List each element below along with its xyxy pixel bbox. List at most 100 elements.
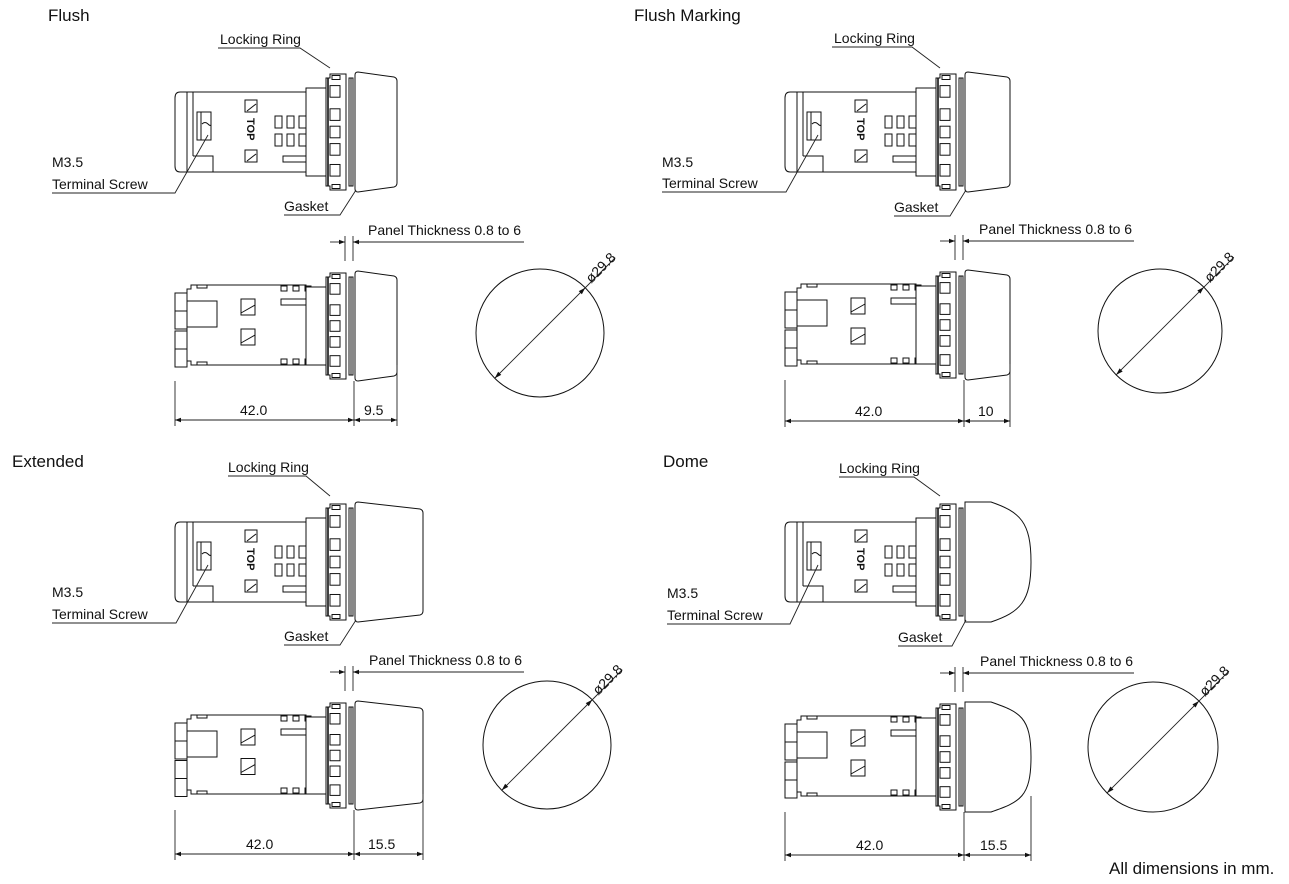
clip-window (854, 149, 868, 163)
collar (915, 87, 937, 177)
panel-cutout-circle (482, 669, 623, 810)
arrowhead (785, 418, 791, 424)
ring-tooth (939, 593, 951, 607)
arrowhead (353, 669, 359, 675)
ring-notch (941, 614, 951, 619)
clip-window (854, 579, 868, 593)
collar (305, 87, 327, 177)
screw-slot (811, 122, 822, 126)
ring-tooth (939, 714, 951, 726)
clip-diagonal (850, 333, 866, 343)
arrowhead (354, 417, 360, 423)
vent-square (902, 716, 910, 723)
locking-ring-label: Locking Ring (839, 460, 920, 476)
arrowhead (958, 418, 964, 424)
locking-ring-leader (218, 47, 331, 69)
cutout-circle (475, 268, 605, 398)
terminal-screw-size-label: M3.5 (662, 154, 693, 170)
collar (305, 517, 327, 607)
ring-tooth (939, 303, 951, 315)
vent-square (292, 285, 300, 292)
locking-ring (325, 272, 347, 380)
clip-window (244, 149, 258, 163)
ring-tooth (939, 335, 951, 347)
contact-slot (274, 133, 283, 147)
side-view-drawing: TOP (52, 47, 398, 216)
ring-tooth (939, 125, 951, 139)
arrowhead (1004, 418, 1010, 424)
actuator-cap (354, 700, 424, 811)
top-tab (806, 283, 818, 288)
ring-tooth (939, 319, 951, 331)
panel-thickness-label: Panel Thickness 0.8 to 6 (369, 652, 522, 668)
actuator-cap (354, 71, 398, 193)
top-marking-text: TOP (854, 118, 866, 140)
panel-thickness-label: Panel Thickness 0.8 to 6 (979, 221, 1132, 237)
ring-tooth (329, 336, 341, 348)
gasket-leader (898, 619, 967, 647)
side-view-drawing: TOP (662, 46, 1011, 217)
clip-window (850, 759, 866, 777)
top-marking-text: TOP (244, 118, 256, 140)
terminal-screw-label: Terminal Screw (52, 176, 149, 192)
collar (915, 517, 937, 607)
diameter-line (1106, 670, 1230, 794)
arrowhead (391, 417, 397, 423)
ring-notch (941, 372, 951, 377)
ring-notch (941, 804, 951, 809)
clip-window (850, 297, 866, 315)
bottom-tab (806, 360, 818, 365)
gasket-leader (284, 619, 357, 646)
clip-diagonal (240, 764, 256, 773)
terminal-tab (803, 155, 824, 172)
view-title: Extended (12, 452, 84, 471)
terminal-screw-label: Terminal Screw (52, 606, 149, 622)
connector-window (796, 731, 828, 759)
terminal-screw-leader (52, 564, 209, 624)
arrowhead (578, 287, 586, 295)
terminal-screw-size-label: M3.5 (667, 585, 698, 601)
view-extended: Extended TOP Locking Ring M3.5 Terminal … (12, 452, 626, 860)
cutout-circle (482, 680, 612, 810)
contact-slot (884, 133, 893, 147)
diameter-line (1115, 256, 1235, 376)
locking-ring (325, 503, 347, 621)
body (796, 715, 917, 797)
arrowhead (501, 783, 509, 791)
vent-square (292, 715, 300, 722)
arrowhead (958, 852, 964, 858)
body (186, 284, 307, 366)
arrowhead (1192, 701, 1199, 708)
ring-tooth (939, 515, 951, 528)
ring-notch (941, 75, 951, 80)
vent-square (902, 284, 910, 291)
ring-tooth (329, 765, 341, 777)
vent-square (280, 358, 288, 365)
vent-square (890, 284, 898, 291)
clip-diagonal (240, 334, 256, 344)
clip-diagonal (246, 153, 257, 162)
clip-window (240, 728, 256, 746)
ring-notch (331, 274, 341, 279)
view-title: Flush Marking (634, 6, 741, 25)
terminal-screw (806, 541, 822, 571)
body-length-dimension: 42.0 (856, 837, 883, 853)
vent-square (902, 357, 910, 364)
ring-tooth (329, 713, 341, 725)
ring-tooth (329, 734, 341, 746)
arrowhead (963, 238, 969, 244)
top-marking-text: TOP (854, 548, 866, 570)
arrowhead (494, 371, 502, 379)
panel-thickness-label: Panel Thickness 0.8 to 6 (368, 222, 521, 238)
collar (305, 286, 327, 366)
arrowhead (963, 670, 969, 676)
cutout-circle (1087, 681, 1219, 813)
clip-diagonal (240, 304, 256, 314)
arrowhead (949, 670, 955, 676)
arrowhead (339, 669, 345, 675)
top-tab (196, 714, 208, 719)
terminal-screw-size-label: M3.5 (52, 584, 83, 600)
arrowhead (339, 239, 345, 245)
ring-notch (941, 505, 951, 510)
ring-tooth (329, 573, 341, 586)
